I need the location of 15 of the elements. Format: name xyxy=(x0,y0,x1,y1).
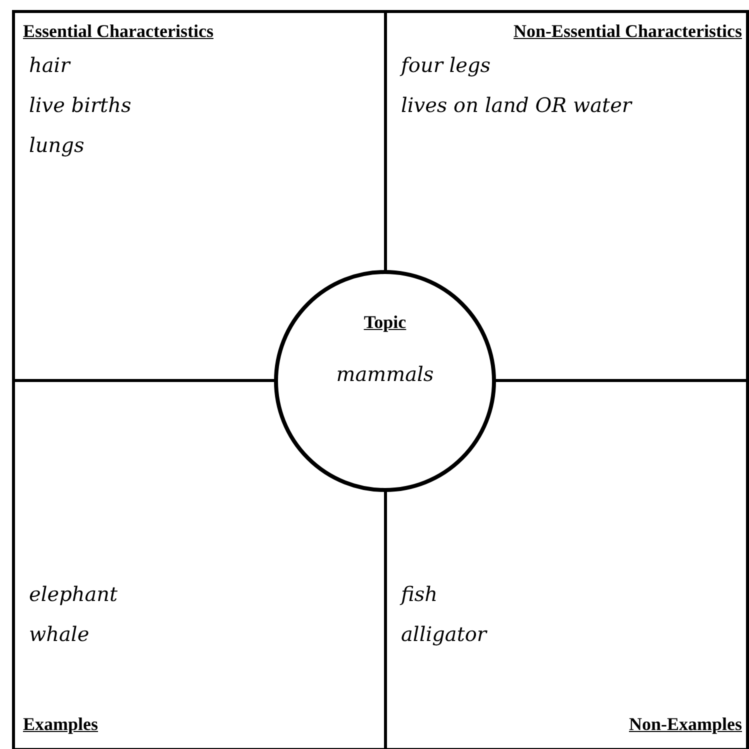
quadrant-heading: Non-Examples xyxy=(628,714,742,735)
list-item: four legs xyxy=(401,53,491,77)
list-item: alligator xyxy=(401,622,486,646)
list-item: elephant xyxy=(29,582,118,606)
list-item: fish xyxy=(401,582,438,606)
list-item: lungs xyxy=(29,133,84,157)
quadrant-heading: Essential Characteristics xyxy=(23,21,214,42)
topic-text: mammals xyxy=(335,362,435,386)
quadrant-heading: Examples xyxy=(23,714,98,735)
list-item: hair xyxy=(29,53,70,77)
list-item: live births xyxy=(29,93,132,117)
list-item: whale xyxy=(29,622,90,646)
quadrant-heading: Non-Essential Characteristics xyxy=(514,21,742,42)
list-item: lives on land OR water xyxy=(401,93,632,117)
quadrant-heading: Topic xyxy=(362,312,408,333)
